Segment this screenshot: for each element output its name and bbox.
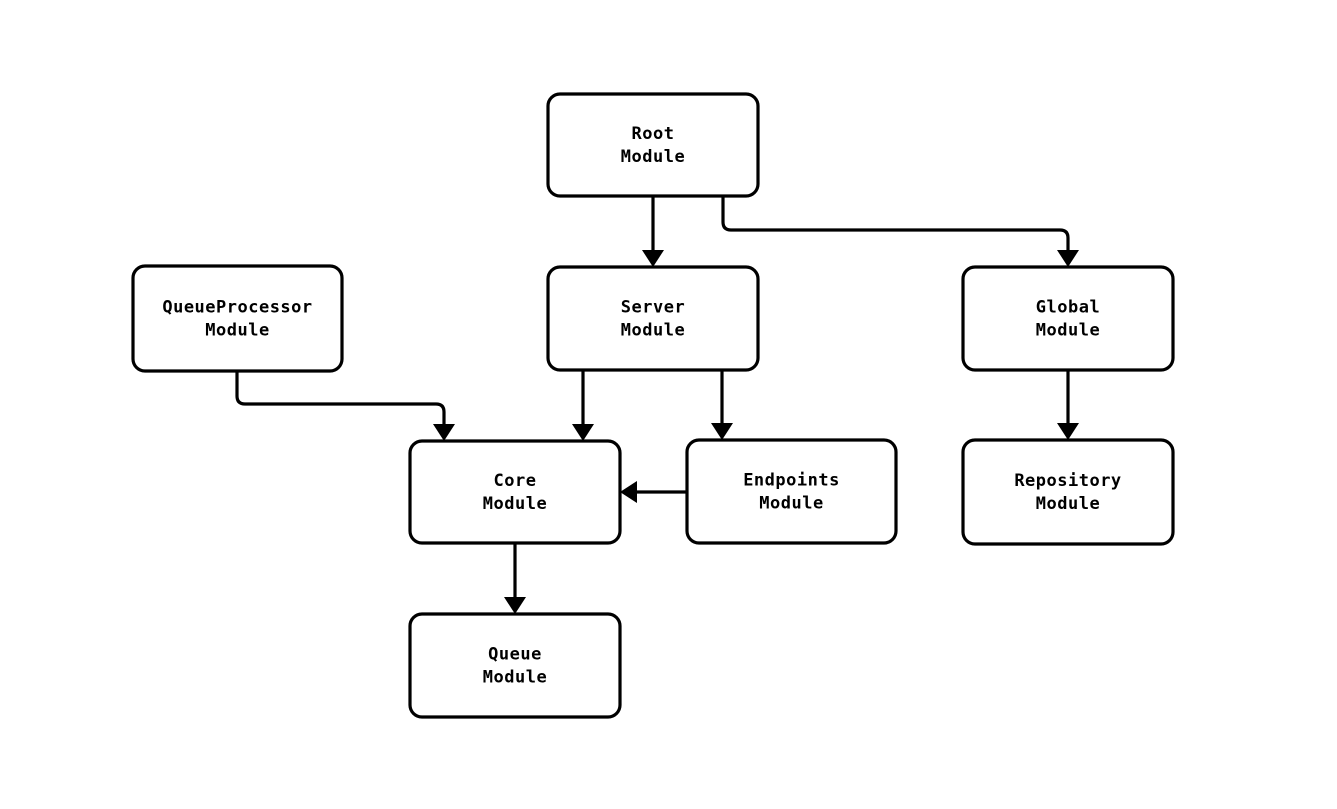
node-label-line1: Root — [632, 124, 675, 144]
node-label-line1: QueueProcessor — [162, 298, 312, 318]
node-label-line2: Module — [1036, 494, 1100, 514]
node-label-line2: Module — [483, 494, 547, 514]
arrow-head — [572, 424, 594, 441]
edge-server-to-core — [572, 370, 594, 441]
arrow-head — [1057, 423, 1079, 440]
node-label-line2: Module — [1036, 321, 1100, 341]
edge-root-to-server — [642, 196, 664, 267]
node-label-line2: Module — [205, 321, 269, 341]
node-label-line1: Endpoints — [743, 471, 840, 491]
edge-server-to-endpoints — [711, 370, 733, 440]
node-label-line2: Module — [759, 494, 823, 514]
edge-layer — [235, 196, 1079, 614]
edge-line — [721, 196, 1070, 253]
edge-root-to-global — [721, 196, 1079, 267]
node-box[interactable] — [546, 265, 760, 372]
node-label-line1: Queue — [488, 645, 542, 665]
node-box[interactable] — [961, 438, 1175, 546]
node-layer: RootModuleQueueProcessorModuleServerModu… — [131, 92, 1175, 719]
node-box[interactable] — [961, 265, 1175, 372]
arrow-head — [620, 481, 637, 503]
arrow-head — [433, 424, 455, 441]
node-box[interactable] — [131, 264, 344, 373]
edge-line — [235, 371, 446, 427]
edge-queueprocessor-to-core — [235, 371, 455, 441]
node-box[interactable] — [546, 92, 760, 198]
node-label-line1: Core — [494, 471, 537, 491]
node-label-line2: Module — [483, 668, 547, 688]
arrow-head — [642, 250, 664, 267]
edge-endpoints-to-core — [620, 481, 687, 503]
node-label-line1: Global — [1036, 298, 1100, 318]
arrow-head — [504, 597, 526, 614]
node-label-line1: Repository — [1014, 471, 1121, 491]
node-label-line1: Server — [621, 298, 685, 318]
edge-global-to-repository — [1057, 370, 1079, 440]
edge-core-to-queue — [504, 543, 526, 614]
node-box[interactable] — [408, 612, 622, 719]
node-label-line2: Module — [621, 147, 685, 167]
arrow-head — [711, 423, 733, 440]
node-label-line2: Module — [621, 321, 685, 341]
node-box[interactable] — [408, 439, 622, 545]
arrow-head — [1057, 250, 1079, 267]
node-box[interactable] — [685, 438, 898, 545]
